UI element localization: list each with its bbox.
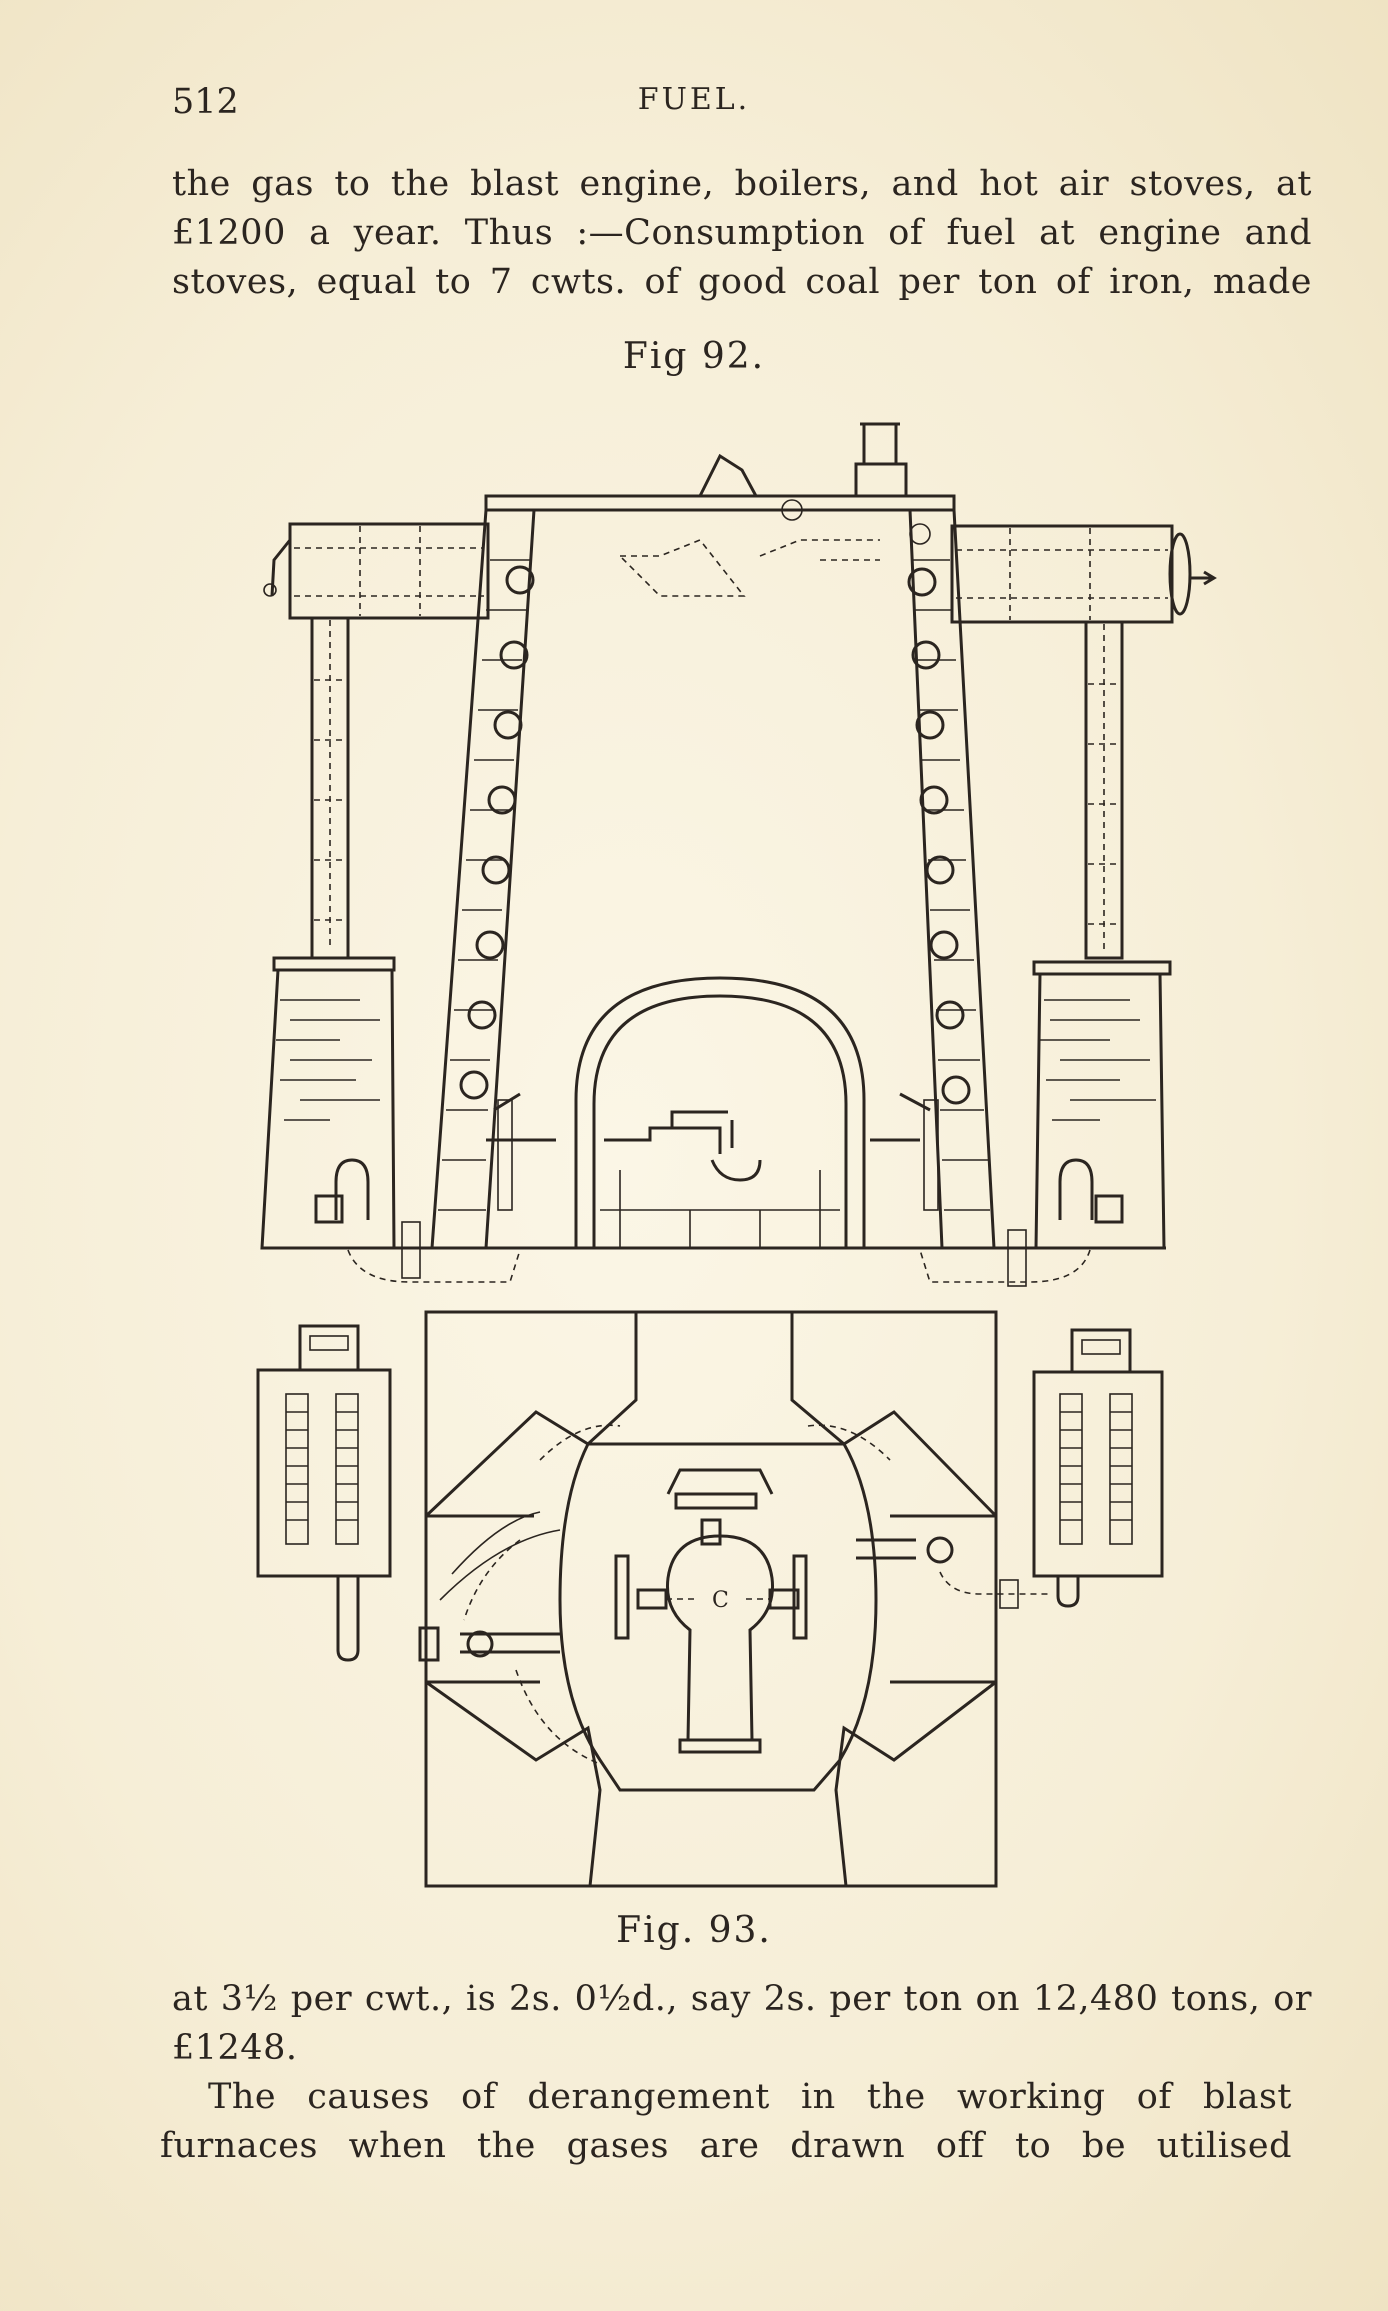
paragraph-line-1: The causes of derangement in the working… xyxy=(208,2077,1292,2117)
body-line-4: at 3½ per cwt., is 2s. 0½d., say 2s. per… xyxy=(172,1979,1312,2019)
fig93-caption: Fig. 93. xyxy=(616,1910,772,1951)
left-shaft-bolts xyxy=(459,565,535,1100)
fig92-elevation xyxy=(260,422,1217,1287)
running-head: FUEL. xyxy=(637,82,751,117)
body-line-5: £1248. xyxy=(172,2028,298,2068)
right-shaft-bolts xyxy=(907,567,971,1105)
paragraph-line-2: furnaces when the gases are drawn off to… xyxy=(160,2126,1292,2166)
fig92-caption: Fig 92. xyxy=(622,336,766,377)
plan-label-c: C xyxy=(712,1588,729,1613)
body-line-1: the gas to the blast engine, boilers, an… xyxy=(172,164,1312,204)
fig93-plan: C xyxy=(256,1310,1164,1888)
body-line-2: £1200 a year. Thus :—Consumption of fuel… xyxy=(172,213,1312,253)
page-number: 512 xyxy=(172,82,239,122)
body-line-3: stoves, equal to 7 cwts. of good coal pe… xyxy=(172,262,1312,302)
